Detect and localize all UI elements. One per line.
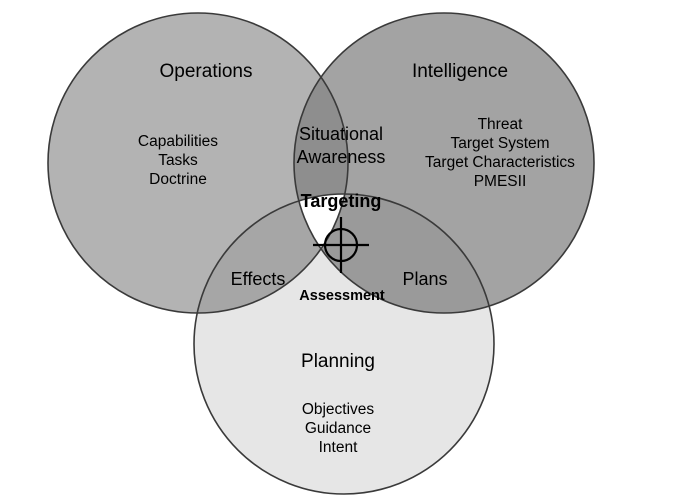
situational-awareness-label: Awareness [297,147,386,167]
operations-item: Tasks [158,152,198,169]
intelligence-item: Threat [478,116,523,133]
planning-item: Objectives [302,401,375,418]
situational-awareness-label: Situational [299,124,383,144]
intelligence-title: Intelligence [412,61,508,82]
planning-outline [193,193,495,495]
effects-label: Effects [231,269,286,289]
plans-label: Plans [402,269,447,289]
intelligence-item: PMESII [474,173,527,190]
planning-item: Guidance [305,420,371,437]
operations-planning-overlap [194,194,348,313]
intelligence-item: Target System [450,135,549,152]
operations-title: Operations [160,61,253,82]
planning-item: Intent [319,439,358,456]
intelligence-planning-overlap [294,194,494,313]
operations-item: Capabilities [138,133,218,150]
crosshair-icon [313,217,369,273]
operations-item: Doctrine [149,171,207,188]
assessment-label: Assessment [299,288,385,304]
planning-title: Planning [301,351,375,372]
intelligence-item: Target Characteristics [425,154,575,171]
intelligence-outline [293,12,595,314]
targeting-label: Targeting [301,191,382,211]
